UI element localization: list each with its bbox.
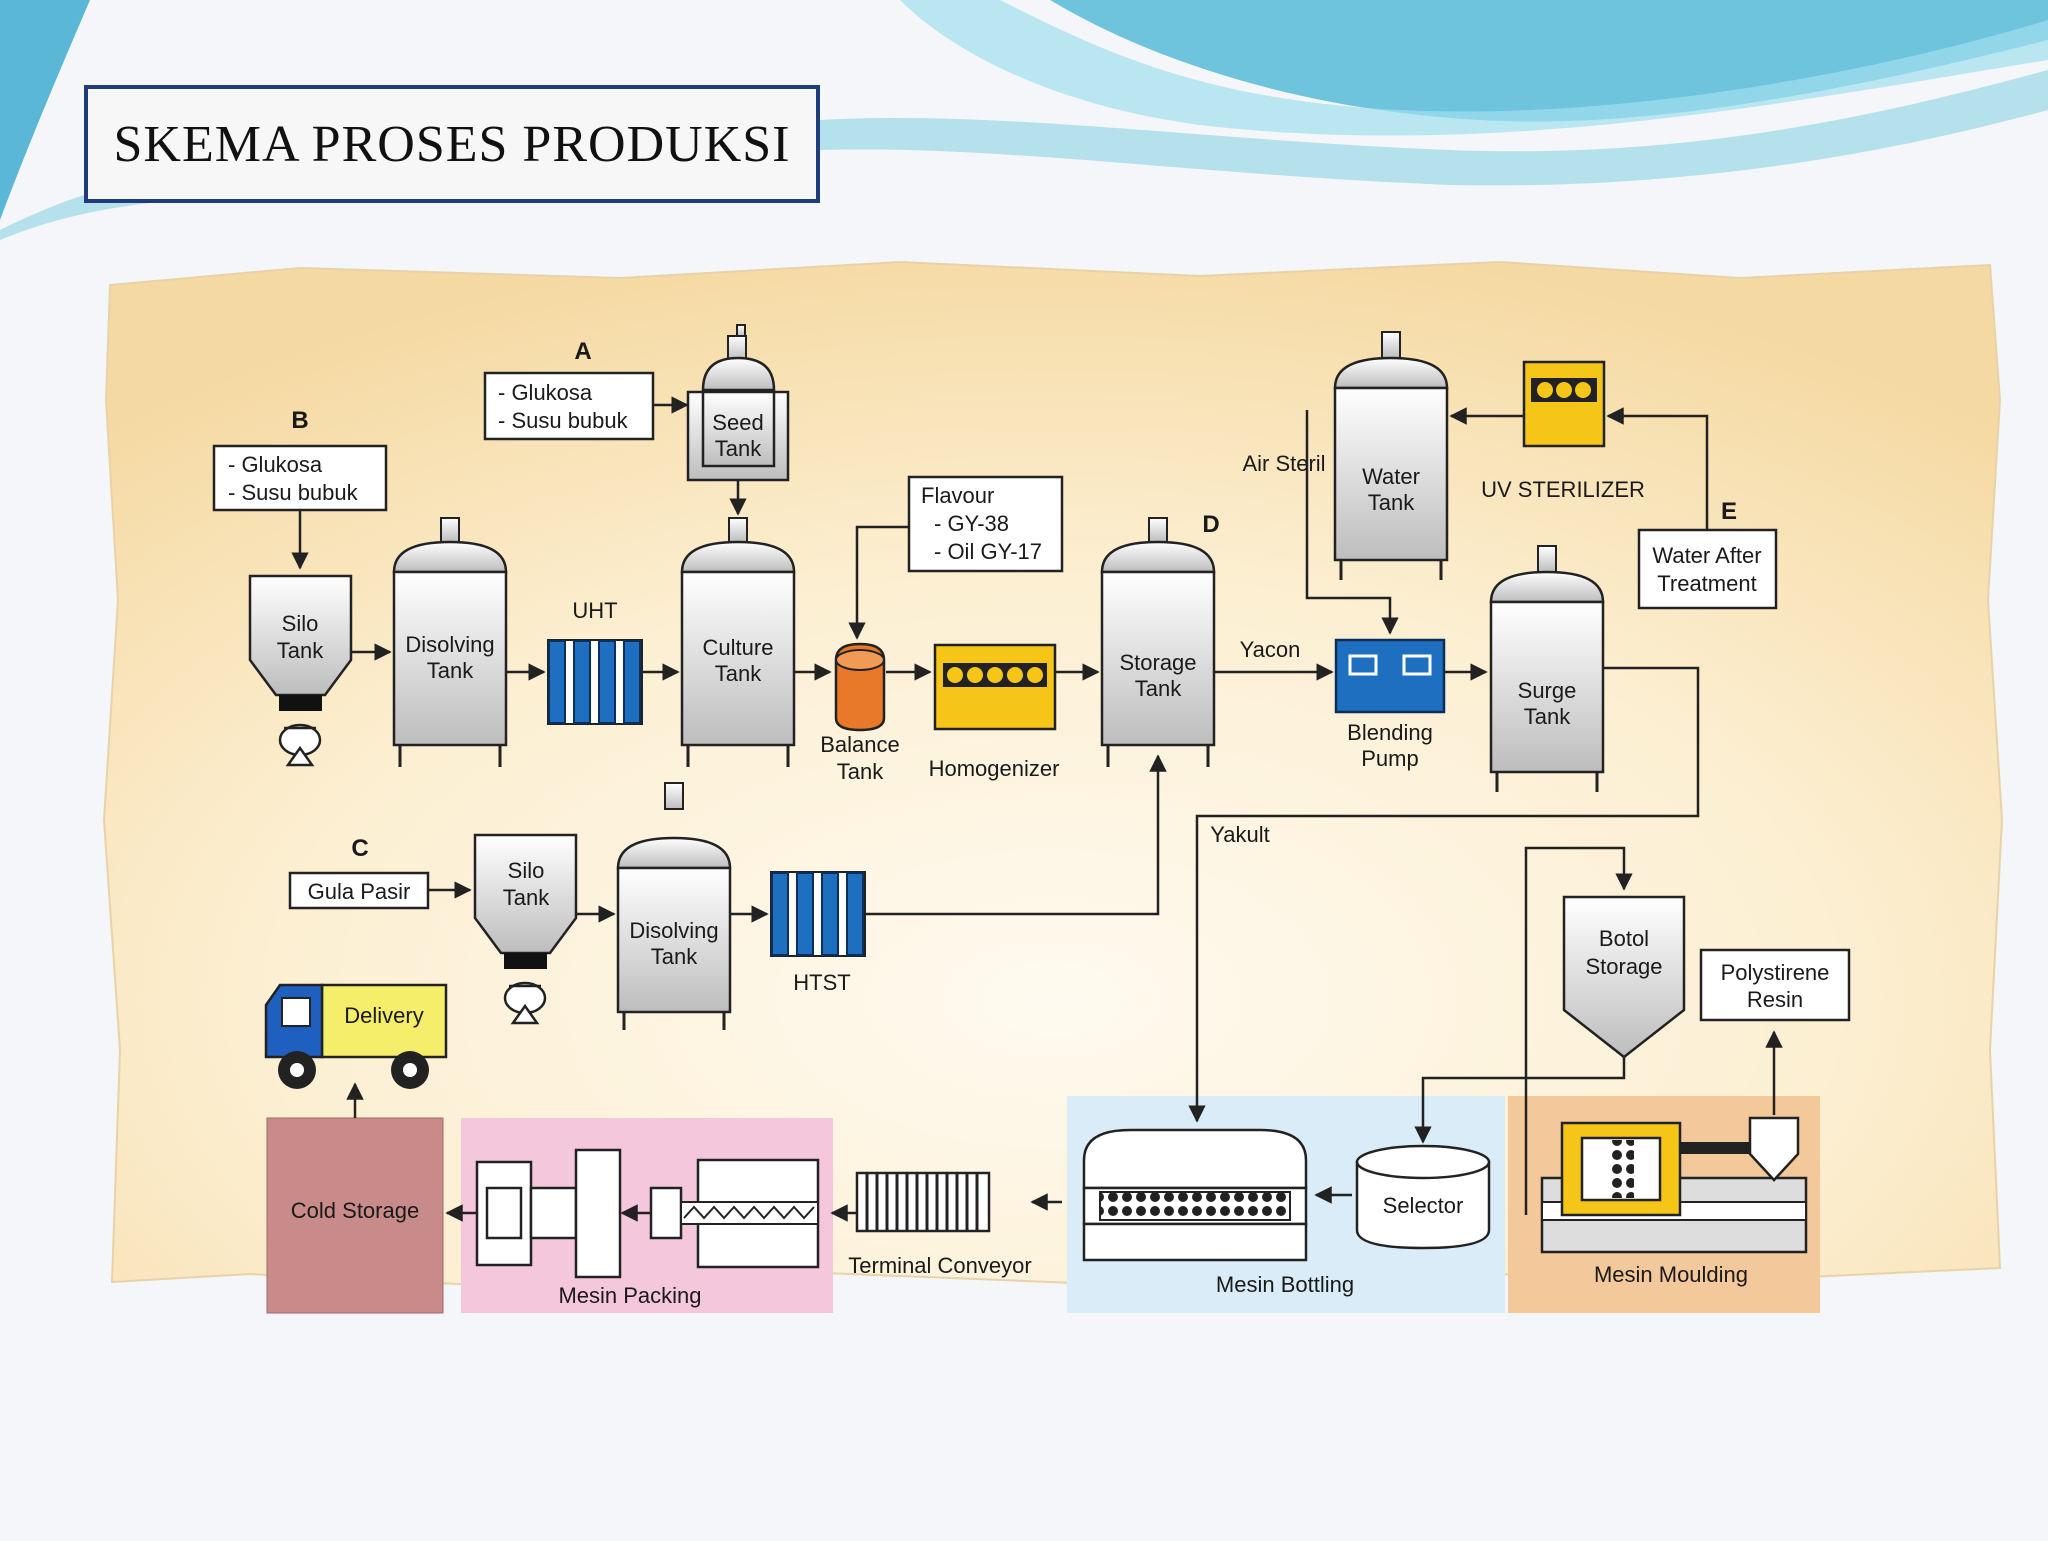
svg-text:Tank: Tank	[715, 436, 762, 461]
svg-text:Tank: Tank	[277, 638, 324, 663]
blending-pump: Blending Pump	[1334, 638, 1446, 771]
water-after-treatment-box: Water After Treatment	[1637, 528, 1778, 610]
svg-text:Gula Pasir: Gula Pasir	[308, 879, 411, 904]
svg-text:Water: Water	[1362, 464, 1420, 489]
letter-e: E	[1721, 498, 1737, 525]
mesin-moulding: Mesin Moulding	[1508, 1096, 1820, 1313]
input-box-a: - Glukosa - Susu bubuk	[483, 371, 655, 441]
yacon-label: Yacon	[1240, 637, 1301, 662]
svg-text:Polystirene: Polystirene	[1721, 960, 1830, 985]
svg-text:Mesin Moulding: Mesin Moulding	[1594, 1262, 1748, 1287]
svg-text:Water After: Water After	[1652, 543, 1761, 568]
polystyrene-resin-box: Polystirene Resin	[1699, 948, 1851, 1022]
htst-heat-exchanger: HTST	[770, 871, 866, 995]
svg-text:Seed: Seed	[712, 410, 763, 435]
svg-text:- GY-38: - GY-38	[934, 511, 1009, 536]
svg-text:Flavour: Flavour	[921, 483, 994, 508]
svg-text:Mesin Packing: Mesin Packing	[558, 1283, 701, 1308]
uht-heat-exchanger: UHT	[547, 598, 643, 725]
mesin-bottling: Mesin Bottling	[1067, 1096, 1505, 1313]
silo-tank-1: Silo Tank	[248, 574, 353, 767]
input-box-c: Gula Pasir	[288, 871, 430, 910]
letter-b: B	[291, 407, 308, 434]
svg-text:Resin: Resin	[1747, 987, 1803, 1012]
svg-text:UV STERILIZER: UV STERILIZER	[1481, 477, 1645, 502]
svg-text:Botol: Botol	[1599, 926, 1649, 951]
svg-text:- Oil GY-17: - Oil GY-17	[934, 539, 1042, 564]
letter-d: D	[1202, 511, 1219, 538]
disolving-tank-1: Disolving Tank	[392, 517, 508, 767]
svg-text:Tank: Tank	[1524, 704, 1571, 729]
slide-title-box: SKEMA PROSES PRODUKSI	[84, 85, 820, 203]
botol-storage: Botol Storage	[1562, 895, 1686, 1059]
letter-a: A	[574, 338, 591, 365]
svg-text:HTST: HTST	[793, 970, 850, 995]
svg-text:Tank: Tank	[837, 759, 884, 784]
svg-text:Tank: Tank	[1135, 676, 1182, 701]
balance-tank: Balance Tank	[820, 642, 900, 784]
svg-text:- Susu bubuk: - Susu bubuk	[498, 408, 629, 433]
selector: Selector	[1355, 1144, 1491, 1250]
yakult-label: Yakult	[1210, 822, 1270, 847]
water-tank: Water Tank	[1333, 331, 1449, 580]
svg-text:- Glukosa: - Glukosa	[498, 380, 593, 405]
svg-text:Storage: Storage	[1585, 954, 1662, 979]
svg-text:Tank: Tank	[427, 658, 474, 683]
header-waves	[0, 0, 2048, 240]
svg-text:Surge: Surge	[1518, 678, 1577, 703]
svg-text:Tank: Tank	[1368, 490, 1415, 515]
svg-text:Delivery: Delivery	[344, 1003, 423, 1028]
svg-text:Treatment: Treatment	[1657, 571, 1756, 596]
svg-text:Homogenizer: Homogenizer	[929, 756, 1060, 781]
input-box-b: - Glukosa - Susu bubuk	[212, 444, 388, 512]
svg-text:Tank: Tank	[503, 885, 550, 910]
svg-text:Mesin Bottling: Mesin Bottling	[1216, 1272, 1354, 1297]
uv-sterilizer: UV STERILIZER	[1481, 360, 1645, 502]
svg-text:Balance: Balance	[820, 732, 900, 757]
silo-tank-2: Silo Tank	[473, 833, 578, 1025]
storage-tank: Storage Tank	[1100, 517, 1216, 767]
seed-tank: Seed Tank	[686, 324, 790, 482]
slide-title: SKEMA PROSES PRODUKSI	[113, 115, 791, 173]
svg-text:Terminal Conveyor: Terminal Conveyor	[848, 1253, 1031, 1278]
culture-tank: Culture Tank	[680, 517, 796, 767]
disolving-tank-2: Disolving Tank	[616, 782, 732, 1030]
svg-text:- Glukosa: - Glukosa	[228, 452, 323, 477]
svg-text:Storage: Storage	[1119, 650, 1196, 675]
letter-c: C	[351, 835, 368, 862]
svg-text:Silo: Silo	[282, 611, 319, 636]
svg-text:Silo: Silo	[508, 858, 545, 883]
svg-text:Blending: Blending	[1347, 720, 1433, 745]
svg-text:Tank: Tank	[715, 661, 762, 686]
air-steril-label: Air Steril	[1242, 451, 1325, 476]
svg-text:- Susu bubuk: - Susu bubuk	[228, 480, 359, 505]
flavour-box: Flavour - GY-38 - Oil GY-17	[907, 475, 1064, 573]
svg-text:Tank: Tank	[651, 944, 698, 969]
svg-text:Selector: Selector	[1383, 1193, 1464, 1218]
homogenizer: Homogenizer	[929, 643, 1060, 781]
svg-text:Disolving: Disolving	[629, 918, 718, 943]
mesin-packing: Mesin Packing	[461, 1118, 833, 1313]
svg-text:Cold Storage: Cold Storage	[291, 1198, 419, 1223]
terminal-conveyor: Terminal Conveyor	[848, 1171, 1032, 1278]
delivery-truck: Delivery	[264, 983, 448, 1089]
flow-arrows	[291, 396, 1783, 1222]
svg-text:Disolving: Disolving	[405, 632, 494, 657]
surge-tank: Surge Tank	[1489, 545, 1605, 792]
cold-storage: Cold Storage	[266, 1117, 444, 1314]
paper-background	[102, 260, 2004, 1288]
svg-text:Pump: Pump	[1361, 746, 1418, 771]
svg-text:Culture: Culture	[703, 635, 774, 660]
svg-text:UHT: UHT	[572, 598, 617, 623]
